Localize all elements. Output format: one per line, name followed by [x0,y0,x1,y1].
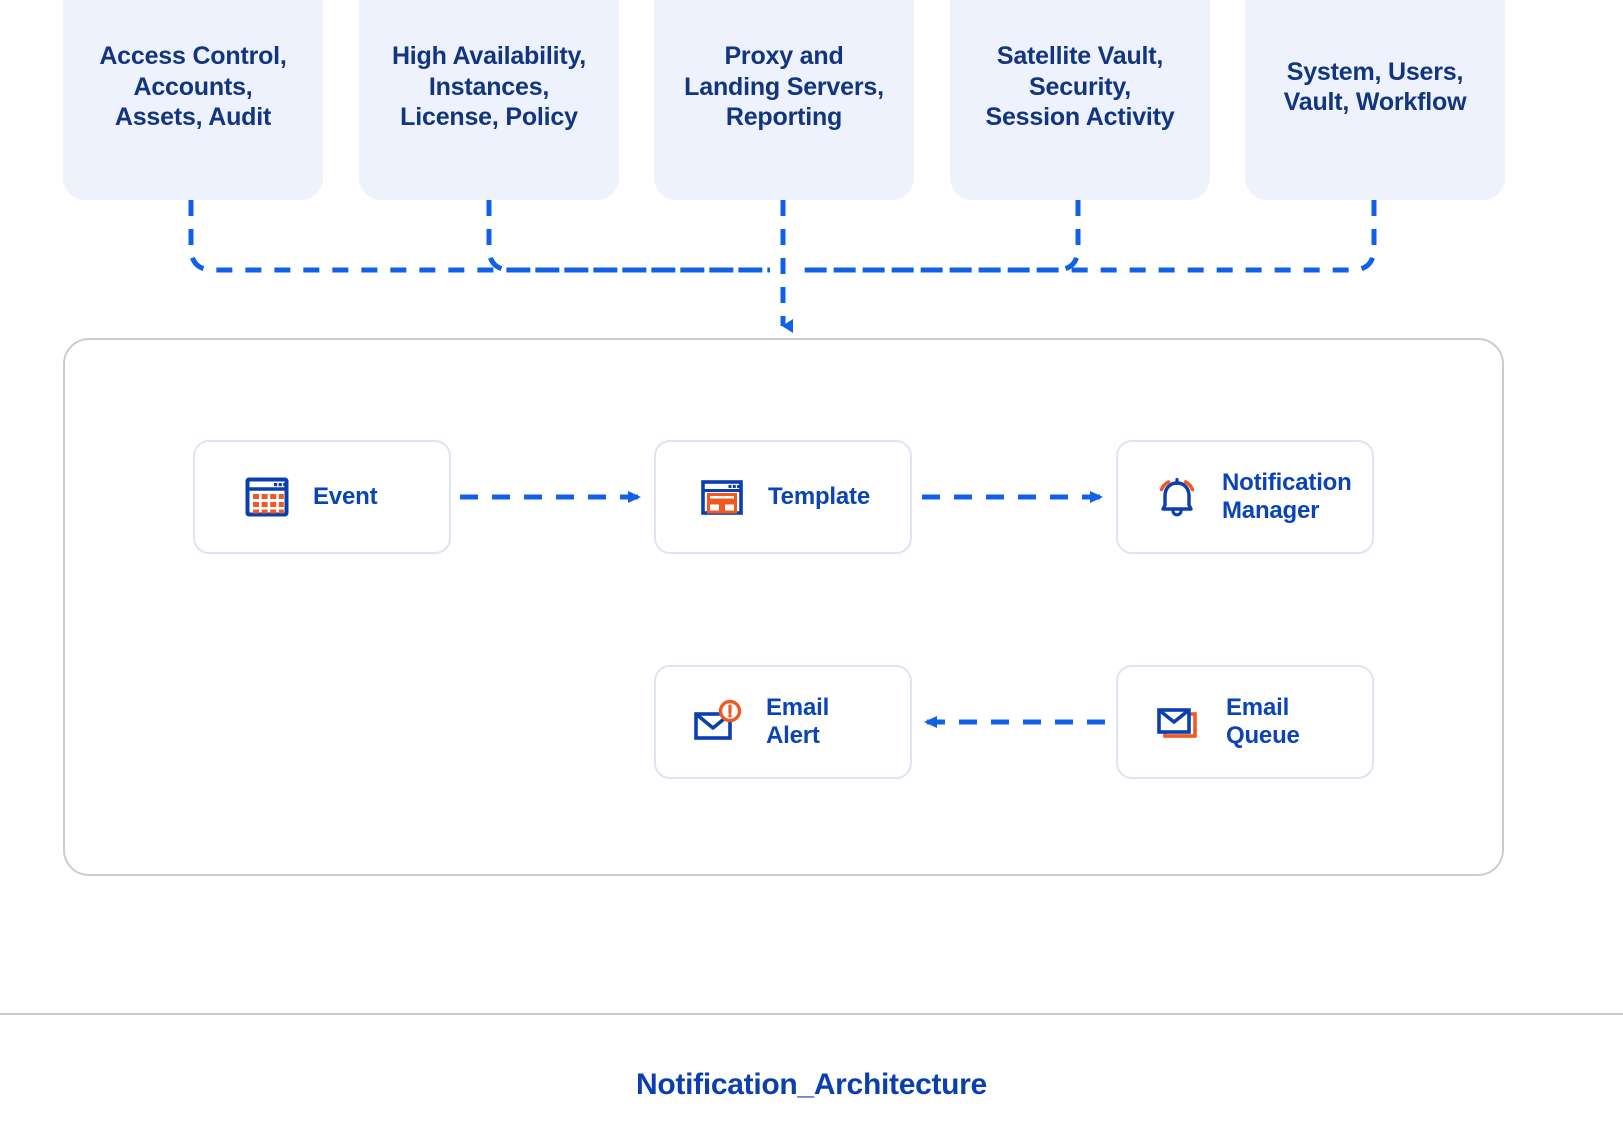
node-notification-manager[interactable]: Notification Manager [1116,440,1374,554]
envelope-alert-icon [692,697,744,747]
source-card-label: Satellite Vault, Security, Session Activ… [985,42,1175,132]
node-email-alert[interactable]: Email Alert [654,665,912,779]
source-card-proxy-landing-servers[interactable]: Proxy and Landing Servers, Reporting [654,0,914,200]
node-label: Template [768,482,870,510]
footer-divider [0,1013,1623,1015]
source-card-label: Access Control, Accounts, Assets, Audit [99,42,287,132]
source-card-label: Proxy and Landing Servers, Reporting [684,42,884,132]
page-title: Notification_Architecture [636,1068,987,1101]
node-email-queue[interactable]: Email Queue [1116,665,1374,779]
node-template[interactable]: Template [654,440,912,554]
node-event[interactable]: Event [193,440,451,554]
node-label: Event [313,482,378,510]
source-card-access-control[interactable]: Access Control, Accounts, Assets, Audit [63,0,323,200]
envelope-stack-icon [1154,697,1204,747]
source-card-high-availability[interactable]: High Availability, Instances, License, P… [359,0,619,200]
source-card-satellite-vault[interactable]: Satellite Vault, Security, Session Activ… [950,0,1210,200]
node-label: Email Queue [1226,693,1300,749]
calendar-grid-icon [243,473,291,521]
node-label: Email Alert [766,693,830,749]
browser-template-icon [698,473,746,521]
source-card-label: High Availability, Instances, License, P… [391,42,587,132]
source-card-system-users[interactable]: System, Users, Vault, Workflow [1245,0,1505,200]
ringing-bell-icon [1152,472,1202,522]
node-label: Notification Manager [1222,468,1352,524]
source-card-label: System, Users, Vault, Workflow [1283,57,1467,117]
notification-container [63,338,1504,876]
